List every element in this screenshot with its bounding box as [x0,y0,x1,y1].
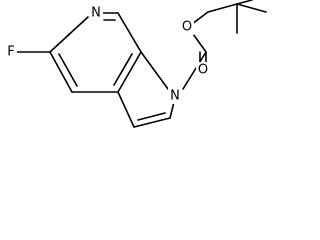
double-bond-c3a-c7a [113,53,133,86]
bond-tbu-ch3-top [207,3,238,13]
pyridine-ring [49,12,142,93]
boc-group [182,0,267,90]
bond-c7a-c7 [117,12,142,53]
bond-n1-c7a [140,51,169,90]
bond-n6-c5 [49,16,89,53]
bond-c5-c4 [49,51,73,93]
pyrrole-nitrogen-label: N [170,89,180,104]
atom-labels: F N N O O [5,5,210,104]
ester-oxygen-label: O [182,20,192,35]
bond-c3a-c3 [117,91,135,128]
bond-c3a-c7a [117,51,142,93]
chemical-structure: F N N O O [5,0,267,128]
bond-tbu-ch3-up [236,0,253,5]
pyridine-nitrogen-label: N [91,6,101,21]
carbonyl-oxygen-label: O [198,63,208,78]
double-bond-c3-c2 [137,112,166,121]
fluorine-label: F [7,45,14,60]
bond-tbu-ch3-right [236,3,267,13]
pyrrole-ring [117,51,175,128]
double-bond-c5-c4 [58,53,78,87]
bond-c3-c2 [133,117,171,128]
bond-n1-carbonyl [182,51,207,90]
bond-c2-n1 [169,101,175,119]
